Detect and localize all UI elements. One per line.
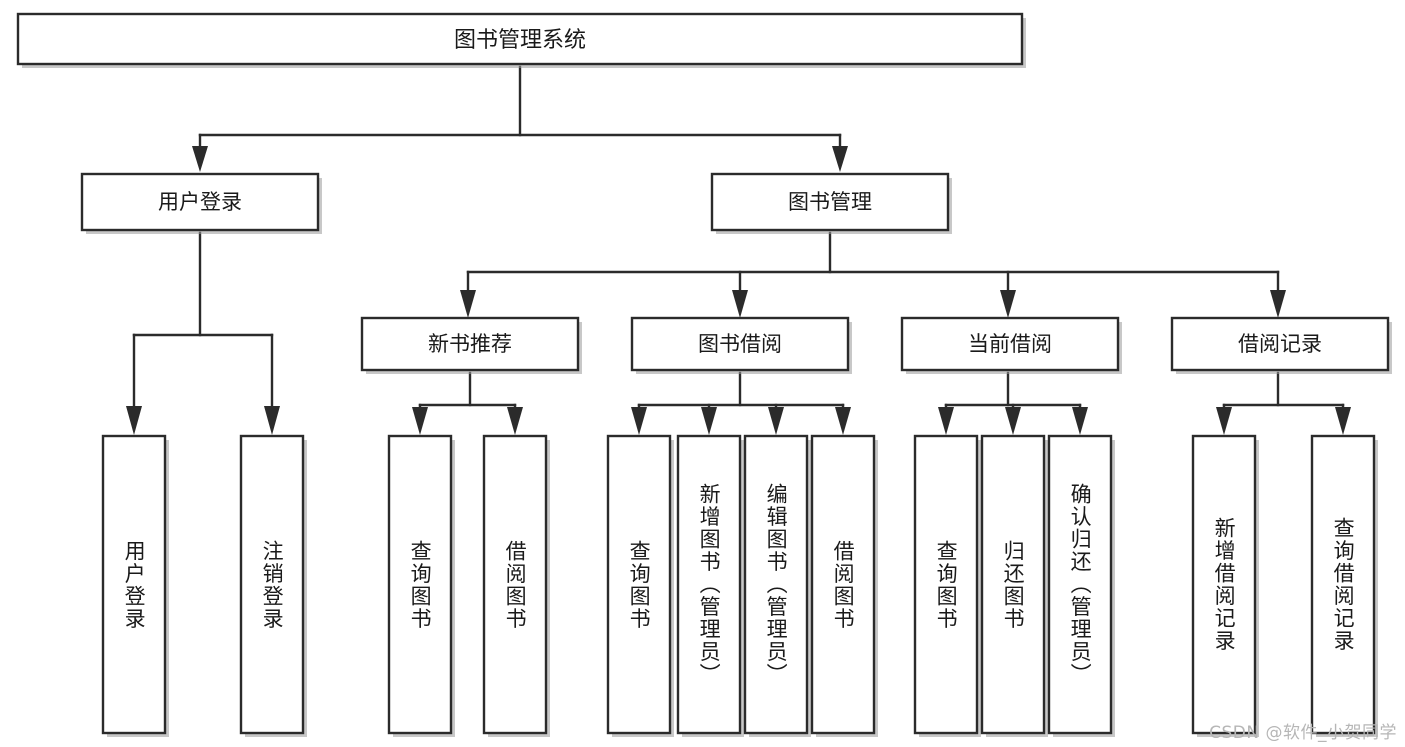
- connector-root-to-level2: [192, 65, 848, 172]
- arrow-head-icon: [126, 406, 142, 435]
- arrow-head-icon: [1216, 407, 1232, 435]
- node-current-borrow[interactable]: 当前借阅: [900, 316, 1122, 374]
- node-root-book-management-system[interactable]: 图书管理系统: [16, 12, 1026, 68]
- connector-new-book-recommend-to-leaves: [412, 371, 523, 435]
- connector-current-borrow-to-leaves: [938, 371, 1088, 435]
- node-book-borrow-label: 图书借阅: [698, 332, 782, 356]
- node-leaf-user-logout[interactable]: [239, 434, 307, 737]
- node-book-manage-label: 图书管理: [788, 190, 872, 214]
- node-leaf-add-book[interactable]: [676, 434, 744, 737]
- node-new-book-recommend-label: 新书推荐: [428, 332, 512, 356]
- node-leaf-add-record[interactable]: [1191, 434, 1259, 737]
- node-leaf-query-book-2[interactable]: [606, 434, 674, 737]
- node-current-borrow-label: 当前借阅: [968, 332, 1052, 356]
- arrow-head-icon: [507, 407, 523, 435]
- arrow-head-icon: [1005, 407, 1021, 435]
- connector-user-login-to-leaves: [126, 231, 280, 435]
- node-borrow-record-label: 借阅记录: [1238, 332, 1322, 356]
- node-user-login[interactable]: 用户登录: [80, 172, 322, 234]
- arrow-head-icon: [701, 407, 717, 435]
- connector-book-manage-to-level3: [460, 231, 1286, 318]
- arrow-head-icon: [1335, 407, 1351, 435]
- arrow-head-icon: [412, 407, 428, 435]
- arrow-head-icon: [1072, 407, 1088, 435]
- connector-book-borrow-to-leaves: [631, 371, 851, 435]
- connector-borrow-record-to-leaves: [1216, 371, 1351, 435]
- arrow-head-icon: [835, 407, 851, 435]
- arrow-head-icon: [768, 407, 784, 435]
- leaf-boxes: [101, 434, 1378, 737]
- arrow-head-icon: [192, 146, 208, 172]
- node-leaf-query-record[interactable]: [1310, 434, 1378, 737]
- arrow-head-icon: [631, 407, 647, 435]
- arrow-head-icon: [264, 406, 280, 435]
- watermark-text: CSDN @软件_小贺同学: [1209, 723, 1397, 743]
- node-book-manage[interactable]: 图书管理: [710, 172, 952, 234]
- node-user-login-label: 用户登录: [158, 190, 242, 214]
- node-root-label: 图书管理系统: [454, 28, 586, 53]
- node-leaf-query-book-3[interactable]: [913, 434, 981, 737]
- arrow-head-icon: [832, 146, 848, 172]
- node-leaf-query-book-1[interactable]: [387, 434, 455, 737]
- node-leaf-borrow-book-1[interactable]: [482, 434, 550, 737]
- node-book-borrow[interactable]: 图书借阅: [630, 316, 852, 374]
- node-leaf-confirm-return[interactable]: [1047, 434, 1115, 737]
- arrow-head-icon: [1270, 290, 1286, 318]
- node-new-book-recommend[interactable]: 新书推荐: [360, 316, 582, 374]
- node-leaf-borrow-book-2[interactable]: [810, 434, 878, 737]
- node-leaf-user-login[interactable]: [101, 434, 169, 737]
- arrow-head-icon: [1000, 290, 1016, 318]
- arrow-head-icon: [460, 290, 476, 318]
- arrow-head-icon: [938, 407, 954, 435]
- node-borrow-record[interactable]: 借阅记录: [1170, 316, 1392, 374]
- node-leaf-return-book[interactable]: [980, 434, 1048, 737]
- arrow-head-icon: [732, 290, 748, 318]
- node-leaf-edit-book[interactable]: [743, 434, 811, 737]
